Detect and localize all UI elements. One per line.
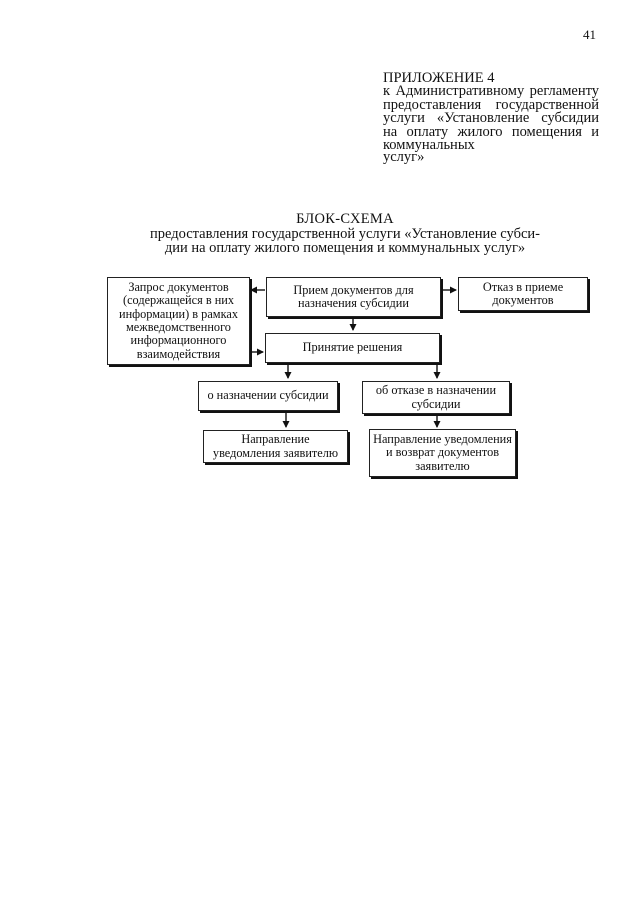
appendix-title: ПРИЛОЖЕНИЕ 4: [383, 70, 495, 86]
box-decision: Принятие решения: [265, 333, 440, 363]
appendix-text-tail: услуг»: [383, 149, 425, 165]
box-notify-grant: Направление уведомления заявителю: [203, 430, 348, 463]
box-reception-refusal: Отказ в приеме документов: [458, 277, 588, 311]
appendix-text: к Административному регламенту предостав…: [383, 83, 599, 154]
box-document-reception: Прием документов для назначения субсидии: [266, 277, 441, 317]
scheme-subtitle-line-1: предоставления государственной услуги «У…: [149, 226, 541, 242]
box-interagency-request: Запрос документов (содержащейся в них ин…: [107, 277, 250, 365]
scheme-title: БЛОК-СХЕМА: [296, 211, 394, 227]
box-deny-subsidy: об отказе в назначении субсидии: [362, 381, 510, 414]
scheme-subtitle-line-2: дии на оплату жилого помещения и коммуна…: [164, 240, 526, 256]
box-grant-subsidy: о назначении субсидии: [198, 381, 338, 411]
box-notify-deny: Направление уведомления и возврат докуме…: [369, 429, 516, 477]
scheme-subtitle: предоставления государственной услуги «У…: [0, 226, 640, 256]
page-number: 41: [583, 27, 596, 42]
